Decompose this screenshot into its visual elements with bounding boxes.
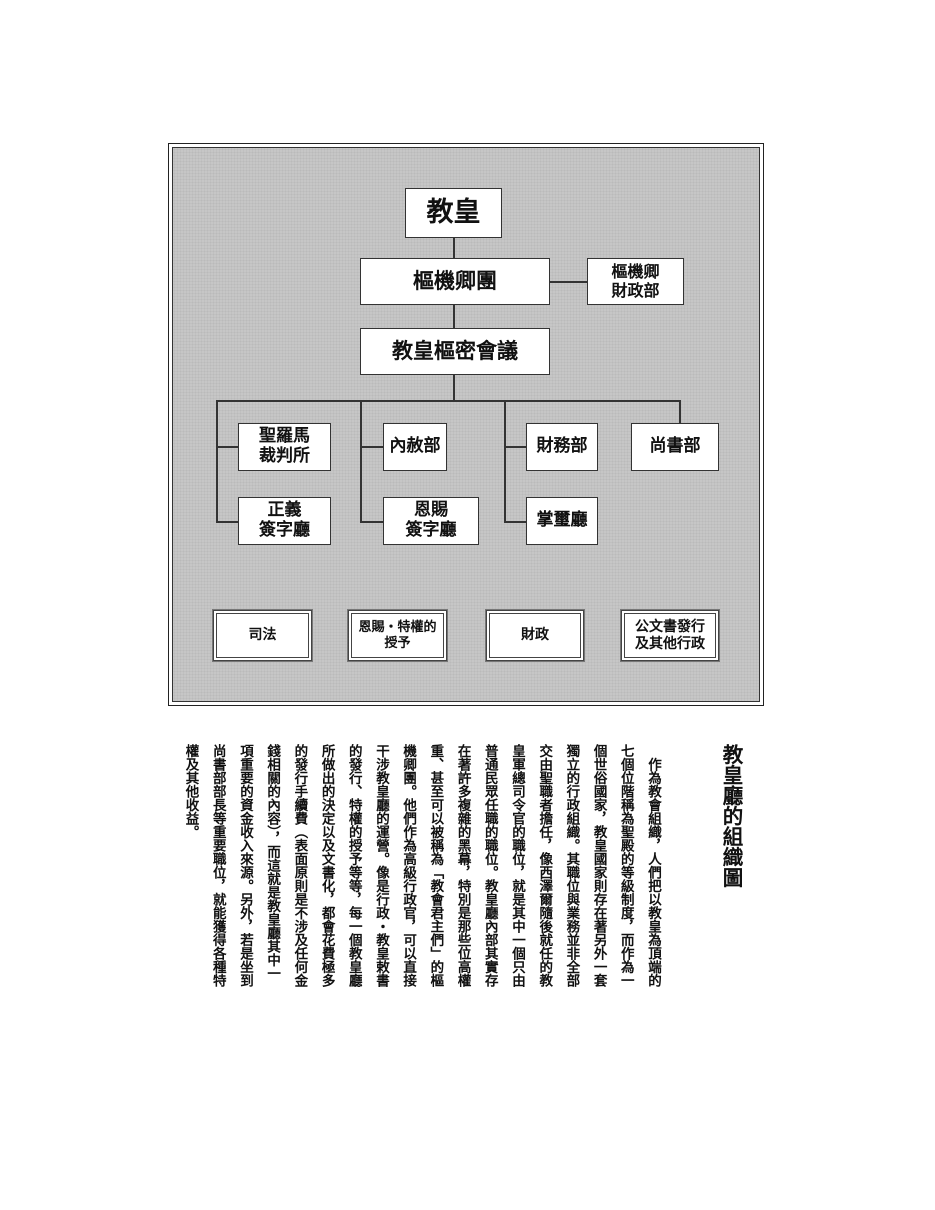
pope-box: 教皇 — [405, 188, 502, 238]
connector-line — [360, 521, 383, 523]
penitentiary-box: 內赦部 — [383, 423, 447, 471]
text-column: 機卿團。他們作為高級行政官，可以直接 — [400, 744, 417, 987]
category-judiciary: 司法 — [213, 610, 312, 661]
connector-line — [216, 400, 218, 523]
consistory-box: 教皇樞密會議 — [360, 328, 550, 375]
connector-line — [216, 521, 238, 523]
connector-line — [504, 446, 526, 448]
college-of-cardinals-box: 樞機卿團 — [360, 258, 550, 305]
text-column: 權及其他收益。 — [182, 744, 199, 839]
article-title: 教皇廳的組織圖 — [719, 744, 743, 888]
text-column: 干涉教皇廳的運營。像是行政・教皇敕書 — [372, 744, 389, 987]
cardinals-finance-box: 樞機卿 財政部 — [587, 258, 684, 305]
box-line: 授予 — [384, 635, 411, 651]
text-column: 獨立的行政組織。其職位與業務並非全部 — [563, 744, 580, 987]
camera-box: 財務部 — [526, 423, 598, 471]
box-line: 及其他行政 — [635, 635, 705, 652]
box-line: 財政部 — [611, 280, 660, 300]
connector-line — [453, 238, 455, 401]
connector-line — [216, 400, 681, 402]
connector-line — [360, 400, 362, 523]
text-column: 皇軍總司令官的職位，就是其中一個只由 — [508, 744, 525, 987]
text-column: 重、甚至可以被稱為「教會君主們」的樞 — [427, 744, 444, 987]
box-line: 簽字廳 — [259, 520, 310, 540]
box-line: 恩賜・特權的 — [358, 619, 437, 635]
text-column: 項重要的資金收入來源。另外，若是坐到 — [236, 744, 253, 987]
box-line: 聖羅馬 — [259, 426, 310, 447]
datary-box: 掌璽廳 — [526, 497, 598, 545]
box-line: 公文書發行 — [635, 618, 705, 635]
box-line: 財政 — [521, 627, 549, 644]
connector-line — [550, 281, 587, 283]
category-finance: 財政 — [486, 610, 584, 661]
text-column: 錢相關的內容），而這就是教皇廳其中一 — [264, 744, 281, 981]
category-grace-privilege: 恩賜・特權的 授予 — [348, 610, 447, 661]
category-documents-admin: 公文書發行 及其他行政 — [621, 610, 719, 661]
chancery-box: 尚書部 — [631, 423, 719, 471]
box-line: 司法 — [248, 627, 277, 644]
text-column: 尚書部部長等重要職位，就能獲得各種特 — [209, 744, 226, 987]
connector-line — [504, 521, 526, 523]
box-line: 正義 — [267, 500, 302, 521]
box-line: 簽字廳 — [405, 520, 457, 540]
text-column: 所做出的決定以及文書化，都會花費極多 — [318, 744, 335, 987]
text-column: 交由聖職者擔任，像西澤爾隨後就任的教 — [536, 744, 553, 987]
box-line: 裁判所 — [259, 446, 310, 466]
signatura-grace-box: 恩賜 簽字廳 — [383, 497, 479, 545]
rota-box: 聖羅馬 裁判所 — [238, 423, 331, 471]
connector-line — [360, 446, 383, 448]
box-line: 恩賜 — [414, 500, 448, 521]
signatura-justice-box: 正義 簽字廳 — [238, 497, 331, 545]
text-column: 的發行手續費（表面原則是不涉及任何金 — [291, 744, 308, 987]
text-column: 在著許多複雜的黑幕，特別是那些位高權 — [454, 744, 471, 987]
text-column: 的發行、特權的授予等等，每一個教皇廳 — [345, 744, 362, 987]
text-column: 普通民眾任職的職位。教皇廳內部其實存 — [481, 744, 498, 987]
connector-line — [679, 400, 681, 423]
connector-line — [504, 400, 506, 523]
box-line: 樞機卿 — [611, 262, 660, 282]
connector-line — [216, 446, 238, 448]
article-body: 作為教會組織，人們把以教皇為頂端的七個位階稱為聖殿的等級制度，而作為一個世俗國家… — [176, 744, 666, 1024]
text-column: 七個位階稱為聖殿的等級制度，而作為一 — [617, 744, 634, 987]
text-column: 個世俗國家，教皇國家則存在著另外一套 — [590, 744, 607, 987]
text-column: 作為教會組織，人們把以教皇為頂端的 — [645, 744, 661, 988]
